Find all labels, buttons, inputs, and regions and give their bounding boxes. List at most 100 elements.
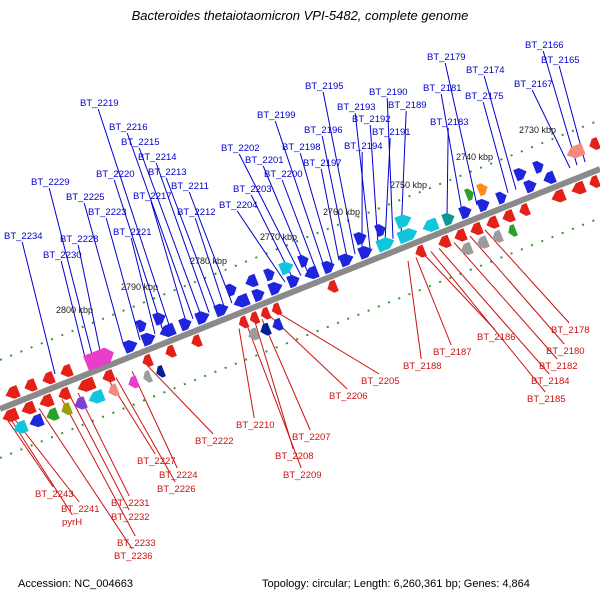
gene-label[interactable]: BT_2229 bbox=[31, 177, 70, 188]
gene-arrow[interactable] bbox=[83, 345, 117, 371]
gene-arrow[interactable] bbox=[237, 315, 250, 330]
gene-arrow[interactable] bbox=[86, 389, 106, 406]
gene-arrow[interactable] bbox=[587, 136, 600, 152]
gene-arrow[interactable] bbox=[225, 282, 239, 297]
gene-label[interactable]: BT_2216 bbox=[109, 122, 148, 133]
gene-arrow[interactable] bbox=[122, 337, 139, 354]
gene-arrow[interactable] bbox=[500, 209, 516, 225]
gene-arrow[interactable] bbox=[100, 369, 116, 385]
gene-label[interactable]: BT_2194 bbox=[344, 141, 383, 152]
gene-arrow[interactable] bbox=[413, 244, 427, 260]
gene-arrow[interactable] bbox=[468, 221, 484, 238]
gene-arrow[interactable] bbox=[549, 188, 567, 205]
gene-label[interactable]: BT_2224 bbox=[159, 470, 198, 481]
gene-label[interactable]: BT_2217 bbox=[133, 191, 172, 202]
gene-arrow[interactable] bbox=[37, 393, 55, 409]
gene-label[interactable]: BT_2207 bbox=[292, 432, 331, 443]
gene-arrow[interactable] bbox=[19, 400, 37, 417]
gene-arrow[interactable] bbox=[396, 226, 419, 245]
gene-arrow[interactable] bbox=[506, 224, 518, 238]
gene-label[interactable]: BT_2228 bbox=[60, 234, 99, 245]
gene-label[interactable]: BT_2189 bbox=[388, 100, 427, 111]
gene-label[interactable]: BT_2179 bbox=[427, 52, 466, 63]
gene-label[interactable]: BT_2166 bbox=[525, 40, 564, 51]
gene-arrow[interactable] bbox=[75, 376, 97, 395]
gene-arrow[interactable] bbox=[259, 306, 272, 321]
gene-arrow[interactable] bbox=[106, 383, 120, 398]
gene-arrow[interactable] bbox=[152, 310, 168, 326]
gene-label[interactable]: BT_2174 bbox=[466, 65, 505, 76]
gene-arrow[interactable] bbox=[11, 419, 29, 436]
gene-label[interactable]: BT_2221 bbox=[113, 227, 152, 238]
gene-arrow[interactable] bbox=[163, 344, 177, 360]
gene-arrow[interactable] bbox=[258, 322, 272, 338]
gene-arrow[interactable] bbox=[564, 143, 586, 161]
gene-label[interactable]: BT_2234 bbox=[4, 231, 43, 242]
gene-arrow[interactable] bbox=[458, 241, 474, 258]
gene-label[interactable]: BT_2210 bbox=[236, 420, 275, 431]
gene-label[interactable]: BT_2197 bbox=[303, 158, 342, 169]
gene-arrow[interactable] bbox=[452, 228, 468, 244]
gene-label[interactable]: BT_2182 bbox=[539, 361, 578, 372]
gene-arrow[interactable] bbox=[157, 322, 177, 340]
gene-arrow[interactable] bbox=[321, 259, 337, 275]
gene-label[interactable]: BT_2233 bbox=[117, 538, 156, 549]
gene-arrow[interactable] bbox=[523, 178, 539, 194]
gene-arrow[interactable] bbox=[286, 273, 302, 289]
gene-arrow[interactable] bbox=[270, 302, 283, 316]
gene-label[interactable]: BT_2211 bbox=[171, 181, 209, 192]
gene-label[interactable]: BT_2165 bbox=[541, 55, 580, 66]
gene-arrow[interactable] bbox=[135, 318, 149, 333]
gene-label[interactable]: BT_2192 bbox=[352, 114, 391, 125]
gene-label[interactable]: BT_2201 bbox=[245, 155, 284, 166]
gene-arrow[interactable] bbox=[243, 273, 259, 290]
gene-label[interactable]: BT_2215 bbox=[121, 137, 160, 148]
gene-arrow[interactable] bbox=[436, 234, 452, 251]
gene-label[interactable]: BT_2167 bbox=[514, 79, 553, 90]
gene-arrow[interactable] bbox=[476, 197, 492, 213]
gene-arrow[interactable] bbox=[27, 413, 45, 429]
gene-label[interactable]: BT_2223 bbox=[88, 207, 127, 218]
gene-arrow[interactable] bbox=[178, 316, 194, 332]
gene-label[interactable]: BT_2188 bbox=[403, 361, 442, 372]
gene-arrow[interactable] bbox=[325, 279, 339, 295]
gene-arrow[interactable] bbox=[72, 396, 88, 412]
gene-arrow[interactable] bbox=[302, 265, 320, 281]
gene-label[interactable]: pyrH bbox=[62, 517, 82, 528]
gene-arrow[interactable] bbox=[375, 235, 396, 253]
gene-label[interactable]: BT_2185 bbox=[527, 394, 566, 405]
gene-label[interactable]: BT_2180 bbox=[546, 346, 585, 357]
gene-arrow[interactable] bbox=[517, 202, 531, 218]
gene-arrow[interactable] bbox=[476, 181, 490, 197]
gene-label[interactable]: BT_2181 bbox=[423, 83, 462, 94]
gene-arrow[interactable] bbox=[270, 317, 284, 333]
gene-arrow[interactable] bbox=[513, 166, 529, 182]
gene-label[interactable]: BT_2236 bbox=[114, 551, 153, 562]
gene-arrow[interactable] bbox=[357, 243, 374, 260]
gene-arrow[interactable] bbox=[56, 386, 72, 403]
gene-arrow[interactable] bbox=[464, 187, 476, 202]
gene-label[interactable]: BT_2183 bbox=[430, 117, 469, 128]
gene-label[interactable]: BT_2214 bbox=[138, 152, 177, 163]
gene-arrow[interactable] bbox=[495, 190, 509, 205]
gene-arrow[interactable] bbox=[3, 385, 21, 401]
gene-label[interactable]: BT_2206 bbox=[329, 391, 368, 402]
gene-arrow[interactable] bbox=[297, 253, 311, 268]
gene-arrow[interactable] bbox=[246, 327, 260, 342]
gene-label[interactable]: BT_2241 bbox=[61, 504, 100, 515]
gene-label[interactable]: BT_2198 bbox=[282, 142, 321, 153]
gene-arrow[interactable] bbox=[263, 267, 277, 282]
gene-arrow[interactable] bbox=[353, 230, 369, 246]
gene-label[interactable]: BT_2230 bbox=[43, 250, 82, 261]
gene-arrow[interactable] bbox=[59, 402, 73, 417]
gene-label[interactable]: BT_2225 bbox=[66, 192, 105, 203]
gene-arrow[interactable] bbox=[251, 287, 267, 303]
gene-arrow[interactable] bbox=[231, 293, 251, 310]
gene-arrow[interactable] bbox=[374, 222, 388, 238]
gene-label[interactable]: BT_2205 bbox=[361, 376, 400, 387]
gene-arrow[interactable] bbox=[541, 170, 557, 187]
gene-label[interactable]: BT_2219 bbox=[80, 98, 119, 109]
gene-arrow[interactable] bbox=[194, 309, 211, 325]
gene-label[interactable]: BT_2191 bbox=[372, 127, 411, 138]
